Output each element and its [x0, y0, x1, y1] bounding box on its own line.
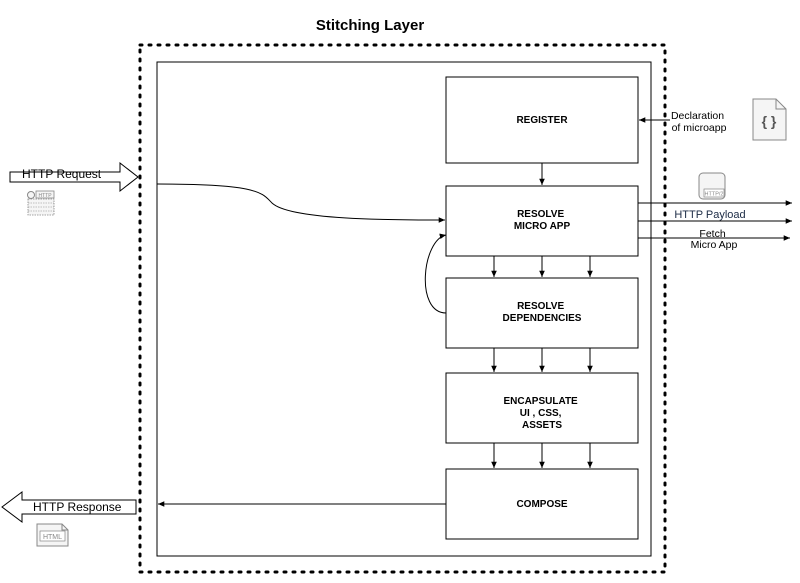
svg-text:RESOLVE MICRO APP: RESOLVE MICRO APP — [514, 209, 571, 232]
resolve-box-label-line1: RESOLVE — [517, 209, 564, 220]
arrow-request-to-resolve — [156, 183, 446, 223]
html-file-icon: HTML — [36, 523, 69, 547]
declaration-label: Declaration of microapp — [671, 110, 727, 134]
http-request-label: HTTP Request — [22, 167, 102, 181]
http2-icon: HTTP/2 — [698, 172, 726, 200]
http-response-arrow — [1, 491, 137, 523]
svg-text:ENCAPSULATE UI , CSS,: ENCAPSULATE UI , CSS, ASSETS — [503, 396, 580, 431]
declaration-label-line2: of microapp — [672, 122, 727, 134]
html-badge-text: HTML — [43, 534, 62, 541]
encapsulate-box-label-line1: ENCAPSULATE — [503, 396, 578, 407]
encapsulate-box-label-line2: UI , CSS, — [520, 408, 562, 419]
json-braces-glyph: { } — [762, 113, 777, 129]
svg-text:REGISTER: REGISTER — [516, 115, 568, 126]
http-badge-text: HTTP — [38, 193, 52, 199]
compose-box-label: COMPOSE — [516, 499, 567, 510]
http-request-arrow — [9, 161, 139, 193]
http-payload-label: HTTP Payload — [674, 209, 745, 221]
fetch-label-line1: Fetch — [699, 228, 725, 240]
http-response-label: HTTP Response — [33, 500, 122, 514]
diagram-title: Stitching Layer — [316, 17, 425, 34]
resolve-dependencies-box: RESOLVE DEPENDENCIES — [445, 277, 639, 349]
arrow-deps-loop-to-resolve — [424, 233, 447, 314]
compose-box: COMPOSE — [445, 468, 639, 540]
register-box: REGISTER — [445, 76, 639, 164]
http-request-icon: HTTP — [27, 190, 55, 216]
fetch-label: Fetch Micro App — [691, 228, 738, 251]
inner-container — [156, 61, 652, 557]
dependencies-box-label-line1: RESOLVE — [517, 301, 564, 312]
http2-badge-text: HTTP/2 — [705, 192, 724, 198]
dependencies-box-label-line2: DEPENDENCIES — [503, 313, 582, 324]
declaration-label-line1: Declaration — [671, 110, 724, 122]
encapsulate-box-label-line3: ASSETS — [522, 420, 562, 431]
resolve-micro-app-box: RESOLVE MICRO APP — [445, 185, 639, 257]
svg-text:COMPOSE: COMPOSE — [516, 499, 567, 510]
stitching-layer-boundary — [138, 43, 667, 574]
resolve-box-label-line2: MICRO APP — [514, 221, 571, 232]
svg-text:RESOLVE DEPENDENCIES: RESOLVE DEPENDENCIES — [503, 301, 582, 324]
fetch-label-line2: Micro App — [691, 239, 738, 251]
json-file-icon: { } — [752, 98, 787, 141]
encapsulate-box: ENCAPSULATE UI , CSS, ASSETS — [445, 372, 639, 444]
register-box-label: REGISTER — [516, 115, 568, 126]
